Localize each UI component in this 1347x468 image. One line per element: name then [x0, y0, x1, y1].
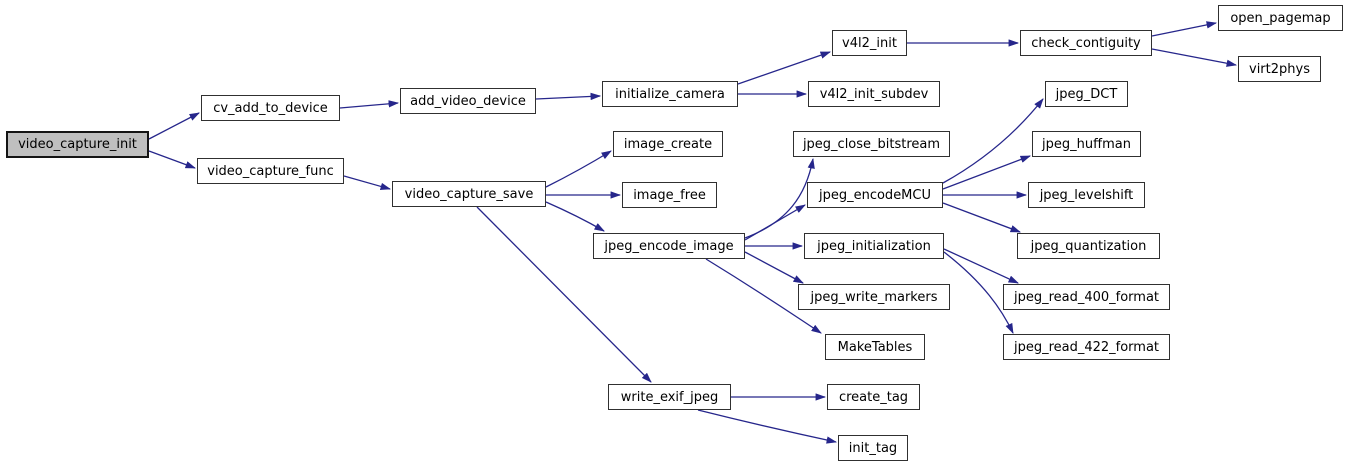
node-jpeg_close_bitstream[interactable]: jpeg_close_bitstream	[793, 131, 950, 157]
node-jpeg_initialization[interactable]: jpeg_initialization	[804, 233, 944, 259]
edge-check_contiguity-to-open_pagemap	[1151, 21, 1218, 37]
node-jpeg_encodeMCU[interactable]: jpeg_encodeMCU	[807, 182, 943, 208]
edge-video_capture_init-to-video_capture_func	[148, 150, 196, 169]
node-jpeg_encode_image[interactable]: jpeg_encode_image	[593, 233, 745, 259]
edge-video_capture_save-to-jpeg_encode_image	[545, 201, 605, 232]
edge-jpeg_encodeMCU-to-jpeg_DCT	[942, 98, 1044, 184]
node-virt2phys[interactable]: virt2phys	[1238, 56, 1321, 82]
node-open_pagemap[interactable]: open_pagemap	[1218, 5, 1343, 31]
node-jpeg_quantization[interactable]: jpeg_quantization	[1017, 233, 1160, 259]
node-jpeg_huffman[interactable]: jpeg_huffman	[1032, 131, 1141, 157]
node-jpeg_read_422_format[interactable]: jpeg_read_422_format	[1003, 334, 1170, 360]
edge-jpeg_encode_image-to-MakeTables	[705, 258, 822, 334]
node-v4l2_init[interactable]: v4l2_init	[832, 30, 907, 56]
node-cv_add_to_device[interactable]: cv_add_to_device	[201, 95, 340, 121]
edge-video_capture_func-to-video_capture_save	[343, 175, 392, 190]
edge-initialize_camera-to-v4l2_init	[737, 51, 831, 85]
node-image_create[interactable]: image_create	[613, 131, 723, 157]
node-jpeg_DCT[interactable]: jpeg_DCT	[1045, 81, 1128, 107]
edge-write_exif_jpeg-to-init_tag	[697, 409, 838, 444]
node-write_exif_jpeg[interactable]: write_exif_jpeg	[608, 384, 731, 410]
edge-jpeg_initialization-to-jpeg_read_400_format	[943, 248, 1019, 284]
edge-jpeg_initialization-to-jpeg_read_422_format	[943, 251, 1014, 334]
edge-jpeg_encode_image-to-jpeg_write_markers	[744, 251, 804, 284]
edge-video_capture_init-to-cv_add_to_device	[148, 112, 200, 140]
node-jpeg_write_markers[interactable]: jpeg_write_markers	[798, 284, 950, 310]
edge-jpeg_encodeMCU-to-jpeg_quantization	[942, 202, 1021, 233]
node-jpeg_read_400_format[interactable]: jpeg_read_400_format	[1003, 284, 1170, 310]
edge-video_capture_save-to-write_exif_jpeg	[476, 206, 652, 383]
node-video_capture_init: video_capture_init	[6, 131, 149, 158]
node-MakeTables[interactable]: MakeTables	[825, 334, 925, 360]
node-v4l2_init_subdev[interactable]: v4l2_init_subdev	[808, 81, 940, 107]
node-check_contiguity[interactable]: check_contiguity	[1020, 30, 1152, 56]
edges-group	[148, 21, 1238, 444]
node-add_video_device[interactable]: add_video_device	[400, 88, 536, 114]
edge-video_capture_save-to-image_create	[545, 150, 612, 188]
edge-jpeg_encodeMCU-to-jpeg_huffman	[942, 155, 1031, 190]
node-create_tag[interactable]: create_tag	[827, 384, 920, 410]
edge-add_video_device-to-initialize_camera	[535, 92, 602, 101]
edge-jpeg_encode_image-to-jpeg_encodeMCU	[744, 204, 806, 241]
node-initialize_camera[interactable]: initialize_camera	[602, 81, 738, 107]
node-video_capture_func[interactable]: video_capture_func	[197, 158, 344, 184]
node-jpeg_levelshift[interactable]: jpeg_levelshift	[1028, 182, 1145, 208]
node-image_free[interactable]: image_free	[622, 182, 717, 208]
edge-cv_add_to_device-to-add_video_device	[339, 100, 400, 109]
node-video_capture_save[interactable]: video_capture_save	[392, 181, 546, 207]
node-init_tag[interactable]: init_tag	[838, 435, 908, 461]
edge-check_contiguity-to-virt2phys	[1151, 48, 1238, 67]
edge-jpeg_encode_image-to-jpeg_close_bitstream	[744, 157, 815, 239]
